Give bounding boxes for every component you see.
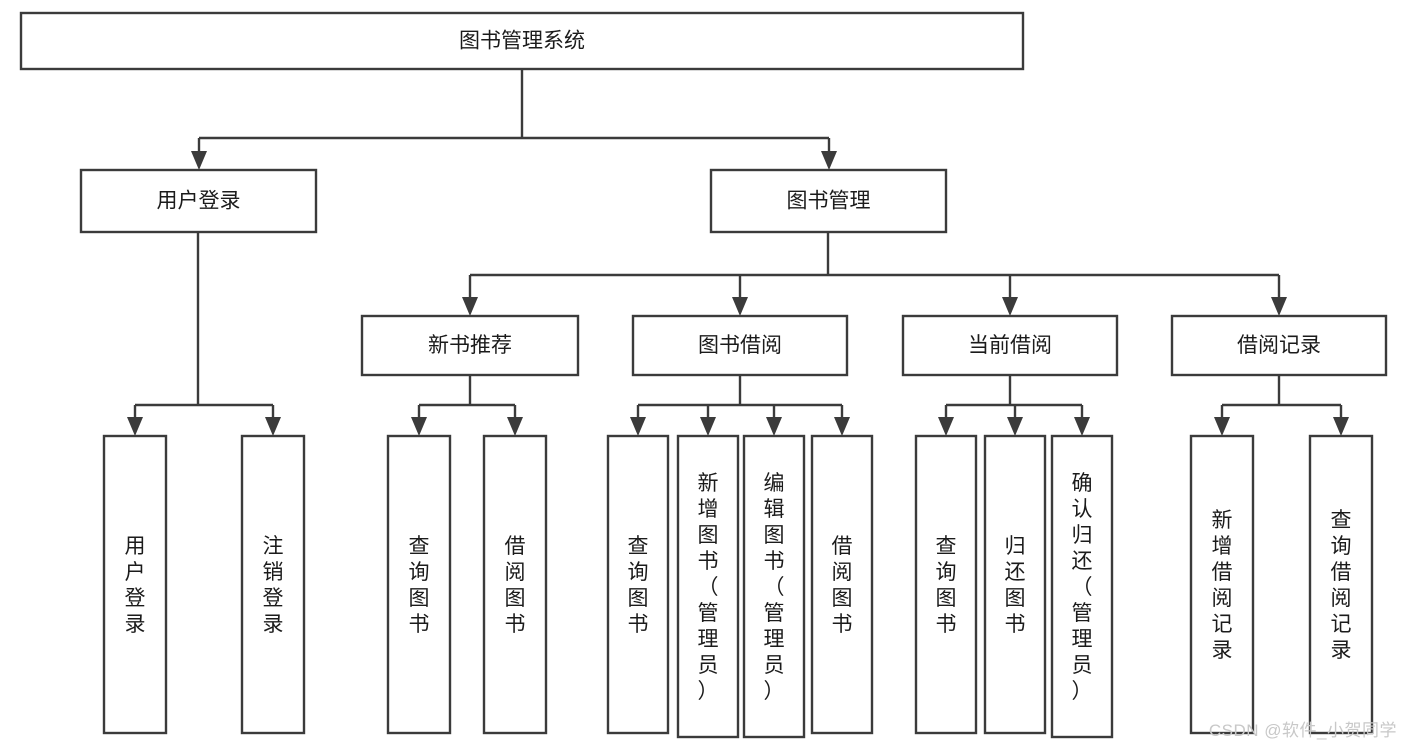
node-leaf-add-borrow-record[interactable]: 新增借阅记录 <box>1189 434 1255 735</box>
node-label-leaf-return-book: 归还图书 <box>1005 535 1026 636</box>
node-box-leaf-borrow-book-recommend <box>482 434 548 735</box>
node-borrow-record[interactable]: 借阅记录 <box>1170 314 1388 377</box>
book-management-branch-3-arrowhead <box>1271 297 1287 316</box>
connector-layer <box>127 69 1349 436</box>
book-borrow-branch-0-arrowhead <box>630 417 646 436</box>
node-leaf-query-book-borrow[interactable]: 查询图书 <box>606 434 670 735</box>
node-user-login[interactable]: 用户登录 <box>79 168 318 234</box>
node-leaf-return-book[interactable]: 归还图书 <box>983 434 1047 735</box>
node-leaf-user-login[interactable]: 用户登录 <box>102 434 168 735</box>
node-label-leaf-borrow-book-recommend: 借阅图书 <box>505 535 526 636</box>
node-label-leaf-confirm-return-admin: 确认归还（管理员） <box>1072 472 1093 703</box>
node-box-leaf-borrow-book <box>810 434 874 735</box>
current-borrow-branch-2-arrowhead <box>1074 417 1090 436</box>
book-borrow-branch-1-arrowhead <box>700 417 716 436</box>
node-box-leaf-query-book-recommend <box>386 434 452 735</box>
node-leaf-add-book-admin[interactable]: 新增图书（管理员） <box>676 434 740 739</box>
node-box-leaf-user-login <box>102 434 168 735</box>
node-label-leaf-query-book-borrow: 查询图书 <box>628 535 649 636</box>
node-label-leaf-edit-book-admin: 编辑图书（管理员） <box>764 472 785 703</box>
node-box-current-borrow <box>901 314 1119 377</box>
book-management-branch-0-arrowhead <box>462 297 478 316</box>
node-label-leaf-user-logout: 注销登录 <box>263 535 284 636</box>
book-borrow-branch-3-arrowhead <box>834 417 850 436</box>
node-label-borrow-record: 借阅记录 <box>1237 334 1321 357</box>
current-borrow-branch-1-arrowhead <box>1007 417 1023 436</box>
borrow-record-branch-0-arrowhead <box>1214 417 1230 436</box>
node-box-new-book-recommend <box>360 314 580 377</box>
node-box-book-management <box>709 168 948 234</box>
node-label-leaf-query-book-recommend: 查询图书 <box>409 535 430 636</box>
node-label-book-borrow: 图书借阅 <box>698 334 782 357</box>
node-box-root <box>19 11 1025 71</box>
book-management-branch-2-arrowhead <box>1002 297 1018 316</box>
book-borrow-branch-2-arrowhead <box>766 417 782 436</box>
node-label-user-login: 用户登录 <box>157 190 241 213</box>
node-box-leaf-confirm-return-admin <box>1050 434 1114 739</box>
node-label-leaf-borrow-book: 借阅图书 <box>832 535 853 636</box>
node-box-leaf-query-book-borrow <box>606 434 670 735</box>
node-label-current-borrow: 当前借阅 <box>968 334 1052 357</box>
node-leaf-confirm-return-admin[interactable]: 确认归还（管理员） <box>1050 434 1114 739</box>
node-label-leaf-user-login: 用户登录 <box>125 535 146 636</box>
node-leaf-query-borrow-record[interactable]: 查询借阅记录 <box>1308 434 1374 735</box>
node-box-user-login <box>79 168 318 234</box>
node-layer: 图书管理系统用户登录图书管理新书推荐图书借阅当前借阅借阅记录用户登录注销登录查询… <box>19 11 1388 739</box>
node-label-leaf-query-book-current: 查询图书 <box>936 535 957 636</box>
node-leaf-user-logout[interactable]: 注销登录 <box>240 434 306 735</box>
current-borrow-branch-0-arrowhead <box>938 417 954 436</box>
node-box-leaf-add-book-admin <box>676 434 740 739</box>
user-login-branch-0-arrowhead <box>127 417 143 436</box>
node-box-leaf-query-borrow-record <box>1308 434 1374 735</box>
borrow-record-branch-1-arrowhead <box>1333 417 1349 436</box>
node-new-book-recommend[interactable]: 新书推荐 <box>360 314 580 377</box>
new-book-recommend-branch-0-arrowhead <box>411 417 427 436</box>
user-login-branch-1-arrowhead <box>265 417 281 436</box>
node-leaf-query-book-recommend[interactable]: 查询图书 <box>386 434 452 735</box>
node-label-leaf-add-book-admin: 新增图书（管理员） <box>698 472 719 703</box>
node-label-new-book-recommend: 新书推荐 <box>428 334 512 357</box>
root-branch-0-arrowhead <box>191 151 207 170</box>
node-leaf-edit-book-admin[interactable]: 编辑图书（管理员） <box>742 434 806 739</box>
node-current-borrow[interactable]: 当前借阅 <box>901 314 1119 377</box>
node-box-borrow-record <box>1170 314 1388 377</box>
node-box-leaf-add-borrow-record <box>1189 434 1255 735</box>
node-root[interactable]: 图书管理系统 <box>19 11 1025 71</box>
node-leaf-borrow-book[interactable]: 借阅图书 <box>810 434 874 735</box>
node-leaf-query-book-current[interactable]: 查询图书 <box>914 434 978 735</box>
node-leaf-borrow-book-recommend[interactable]: 借阅图书 <box>482 434 548 735</box>
node-box-book-borrow <box>631 314 849 377</box>
node-box-leaf-user-logout <box>240 434 306 735</box>
node-label-root: 图书管理系统 <box>459 30 585 53</box>
node-box-leaf-query-book-current <box>914 434 978 735</box>
node-book-management[interactable]: 图书管理 <box>709 168 948 234</box>
node-box-leaf-edit-book-admin <box>742 434 806 739</box>
node-box-leaf-return-book <box>983 434 1047 735</box>
book-management-branch-1-arrowhead <box>732 297 748 316</box>
node-label-leaf-query-borrow-record: 查询借阅记录 <box>1331 509 1352 662</box>
root-branch-1-arrowhead <box>821 151 837 170</box>
node-book-borrow[interactable]: 图书借阅 <box>631 314 849 377</box>
node-label-leaf-add-borrow-record: 新增借阅记录 <box>1212 509 1233 662</box>
new-book-recommend-branch-1-arrowhead <box>507 417 523 436</box>
node-label-book-management: 图书管理 <box>787 190 871 213</box>
watermark-label: CSDN @软件_小贺同学 <box>1208 721 1397 740</box>
